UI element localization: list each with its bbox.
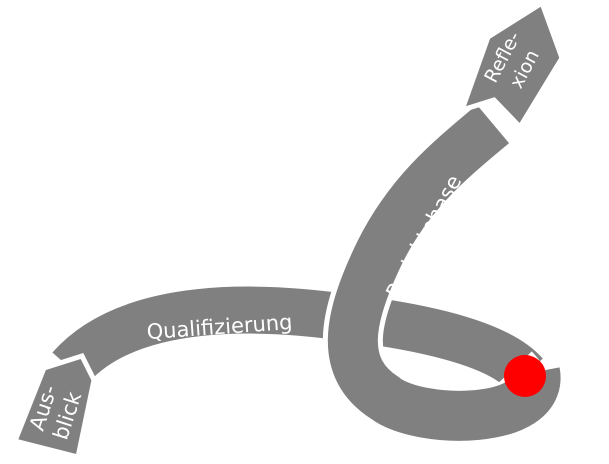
marker-overlay — [504, 355, 546, 397]
projektphase-band — [327, 104, 561, 441]
ausblick-arrow — [11, 352, 97, 461]
qualifizierung-band — [52, 286, 543, 391]
reflexion-arrow — [457, 0, 565, 132]
